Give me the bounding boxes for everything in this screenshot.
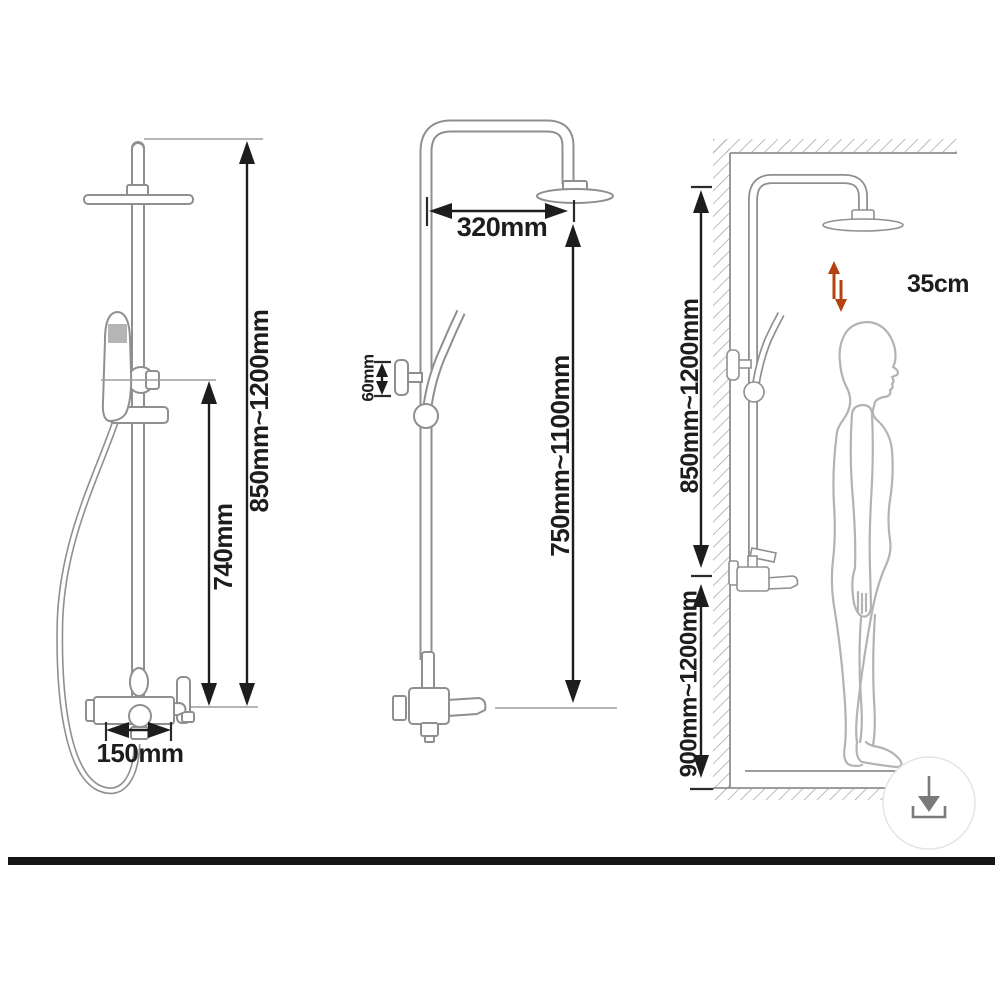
clearance-label: 35cm (907, 270, 969, 298)
shower-height-label: 850mm~1200mm (676, 299, 704, 494)
dim-arm-width: 320mm (425, 197, 576, 242)
foot (855, 740, 903, 769)
download-icon[interactable] (882, 756, 976, 850)
slider-ball-joint (413, 403, 439, 429)
bath-faucet (85, 667, 195, 740)
dim-valve-height: 900mm~1200mm (676, 584, 713, 791)
bath-faucet (728, 547, 799, 592)
right-dimensions: 850mm~1200mm 900mm~1200mm (676, 185, 713, 791)
overhead-shower-head (822, 218, 904, 232)
right-installation-scene: 35cm (713, 139, 969, 800)
dim-left-faucet-width: 150mm (96, 722, 184, 768)
hand (851, 566, 873, 618)
overhead-shower-head (83, 184, 194, 205)
overhead-shower-head (536, 180, 614, 204)
dim-left-faucet-height: 740mm (201, 381, 238, 706)
bath-faucet (392, 651, 487, 743)
person-silhouette (830, 320, 903, 769)
dim-left-height-range: 850mm~1200mm (239, 141, 274, 706)
riser-and-arm (419, 119, 575, 660)
dim-riser-range: 750mm~1100mm (495, 224, 617, 709)
valve-height-label: 900mm~1200mm (676, 591, 703, 778)
wall-bracket (394, 359, 423, 396)
bracket-offset-label: 60mm (359, 354, 378, 402)
divider-bar (8, 857, 995, 865)
shower-hose (56, 421, 141, 795)
handheld-wand (413, 309, 466, 429)
height-adjust-arrows (828, 261, 847, 312)
left-dimensions: 850mm~1200mm 740mm 150mm (96, 138, 274, 768)
left-height-range-label: 850mm~1200mm (244, 310, 274, 513)
wall-section (713, 139, 957, 800)
middle-dimensions: 320mm 60mm 750mm~1100mm (359, 197, 617, 709)
arm-width-label: 320mm (457, 212, 548, 242)
handheld-screen (108, 324, 127, 343)
left-faucet-width-label: 150mm (96, 738, 183, 768)
dim-shower-height: 850mm~1200mm (676, 185, 712, 578)
left-shower-drawing (56, 141, 195, 795)
wall-shower-unit (726, 174, 904, 592)
riser-range-label: 750mm~1100mm (545, 355, 575, 556)
wall-bracket (726, 349, 740, 381)
dim-bracket-offset: 60mm (359, 354, 391, 402)
middle-shower-drawing (392, 119, 614, 743)
left-faucet-height-label: 740mm (208, 503, 238, 590)
slider-ball-joint (743, 381, 765, 403)
